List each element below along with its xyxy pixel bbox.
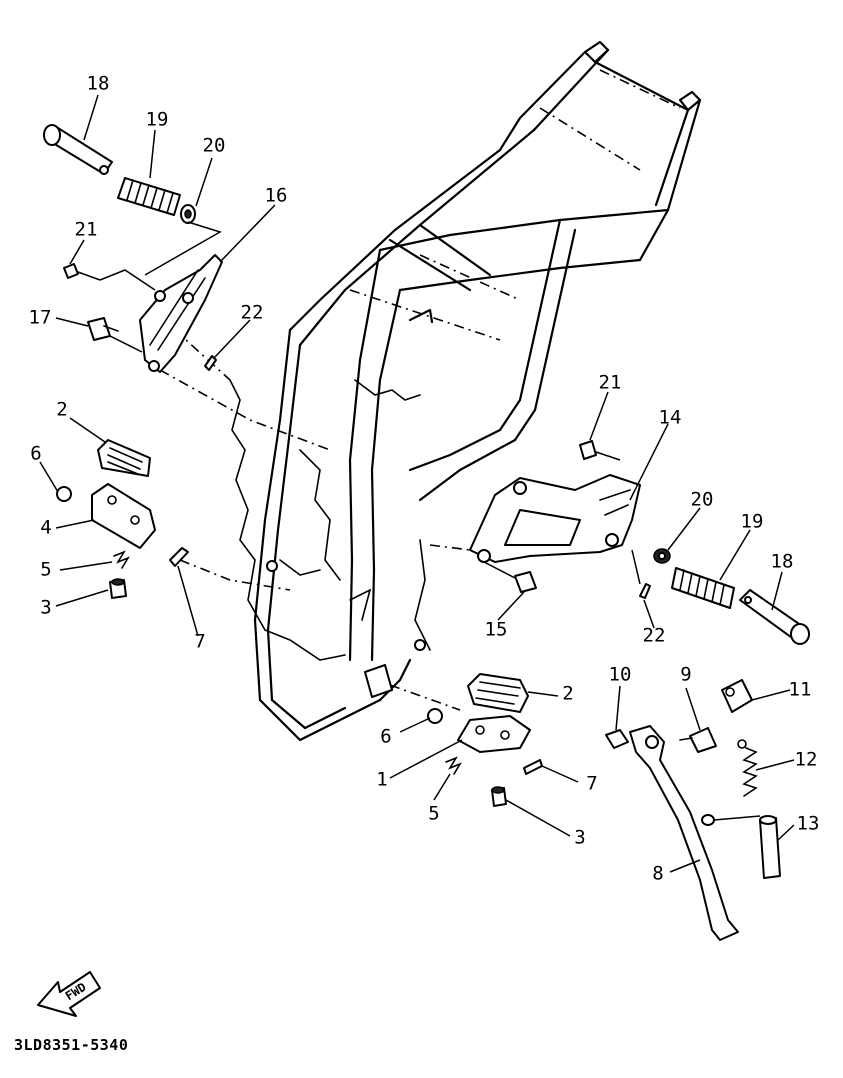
motorcycle-frame (159, 40, 702, 742)
callout-label: 6 (30, 443, 41, 465)
callout-label: 10 (609, 664, 632, 686)
callout-label: 12 (795, 749, 818, 771)
callout-label: 18 (87, 73, 110, 95)
callout-label: 21 (75, 219, 98, 241)
callout-label: 22 (241, 302, 264, 324)
fwd-arrow-icon: FWD (37, 971, 101, 1017)
callout-label: 15 (485, 619, 508, 641)
callout-label: 5 (428, 803, 439, 825)
callout-label: 3 (40, 597, 51, 619)
callout-label: 19 (741, 511, 764, 533)
callout-label: 9 (680, 664, 691, 686)
callout-label: 17 (29, 307, 52, 329)
sidestand-assembly (605, 679, 781, 941)
drawing-code: 3LD8351-5340 (14, 1036, 129, 1054)
callout-label: 8 (652, 863, 663, 885)
callout-label: 13 (797, 813, 820, 835)
callout-label: 14 (659, 407, 682, 429)
left-footrest-bracket-assembly (43, 124, 223, 373)
callout-label: 20 (691, 489, 714, 511)
callout-labels: 18 19 20 16 21 17 22 2 6 4 5 3 7 21 14 2… (29, 73, 820, 885)
callout-label: 4 (40, 517, 51, 539)
callout-label: 1 (376, 769, 387, 791)
callout-label: 5 (40, 559, 51, 581)
callout-label: 16 (265, 185, 288, 207)
callout-label: 20 (203, 135, 226, 157)
callout-label: 2 (56, 399, 67, 421)
right-footrest-assembly (427, 673, 543, 807)
callout-label: 7 (586, 773, 597, 795)
right-footrest-bracket-assembly (469, 440, 810, 645)
callout-label: 18 (771, 551, 794, 573)
callout-label: 2 (562, 683, 573, 705)
left-footrest-assembly (56, 439, 189, 599)
callout-label: 11 (789, 679, 812, 701)
callout-label: 21 (599, 372, 622, 394)
callout-label: 7 (194, 631, 205, 653)
callout-label: 6 (380, 726, 391, 748)
callout-label: 22 (643, 625, 666, 647)
callout-label: 19 (146, 109, 169, 131)
callout-leaders (39, 94, 795, 873)
callout-label: 3 (574, 827, 585, 849)
